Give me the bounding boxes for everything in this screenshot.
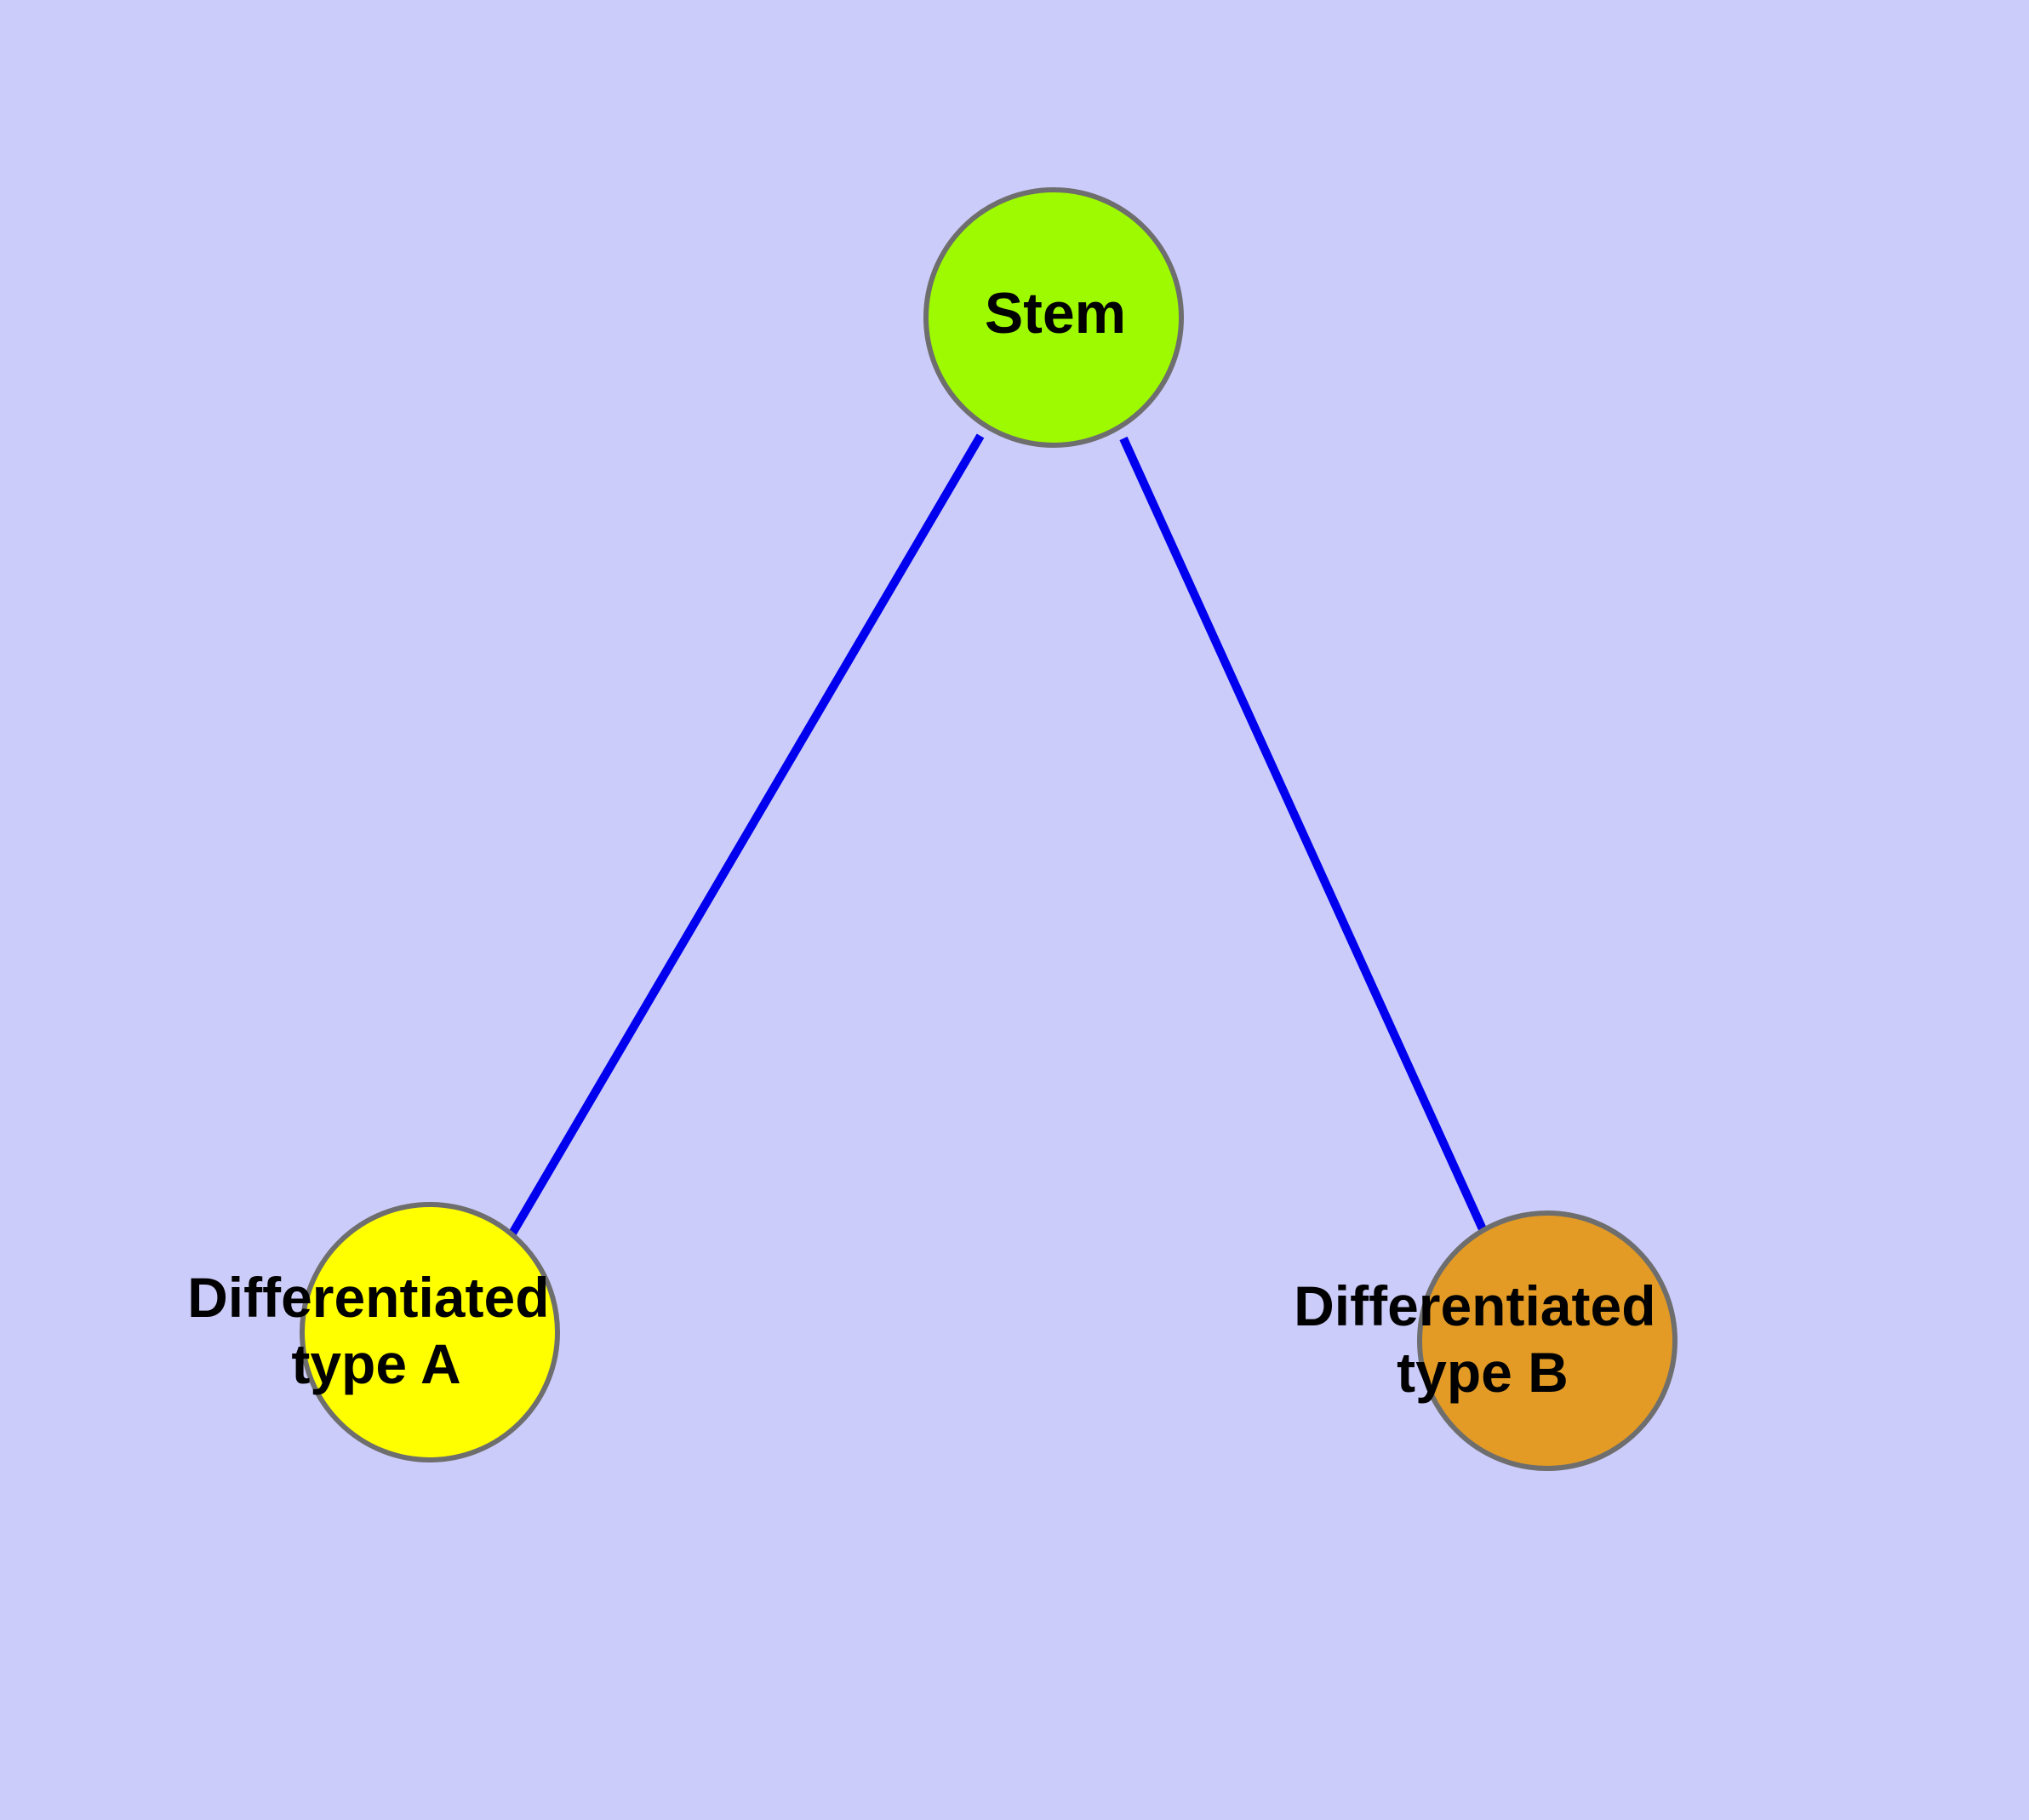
node-stem-label: Stem xyxy=(985,281,1126,346)
node-stem[interactable] xyxy=(923,187,1184,448)
edge-stem-to-diff-a[interactable] xyxy=(508,433,985,1236)
label-layer: Stem Differentiated type A Differentiate… xyxy=(187,281,1672,1404)
node-diff-a[interactable] xyxy=(300,1202,560,1462)
node-layer xyxy=(300,187,1677,1471)
node-diff-a-circle[interactable] xyxy=(300,1202,560,1462)
node-stem-circle[interactable] xyxy=(923,187,1184,448)
node-diff-a-label-line-1: Differentiated xyxy=(187,1266,549,1329)
edge-layer xyxy=(508,433,1487,1236)
node-diff-b-label: Differentiated type B xyxy=(1294,1274,1672,1404)
node-diff-b-label-line-1: Differentiated xyxy=(1294,1274,1655,1337)
node-diff-b-label-line-2: type B xyxy=(1397,1341,1569,1404)
node-diff-b-circle[interactable] xyxy=(1417,1210,1677,1471)
node-diff-a-label-line-2: type A xyxy=(291,1332,460,1395)
edge-stem-to-diff-b[interactable] xyxy=(1119,436,1487,1232)
node-diff-b[interactable] xyxy=(1417,1210,1677,1471)
node-diff-a-label: Differentiated type A xyxy=(187,1266,565,1395)
